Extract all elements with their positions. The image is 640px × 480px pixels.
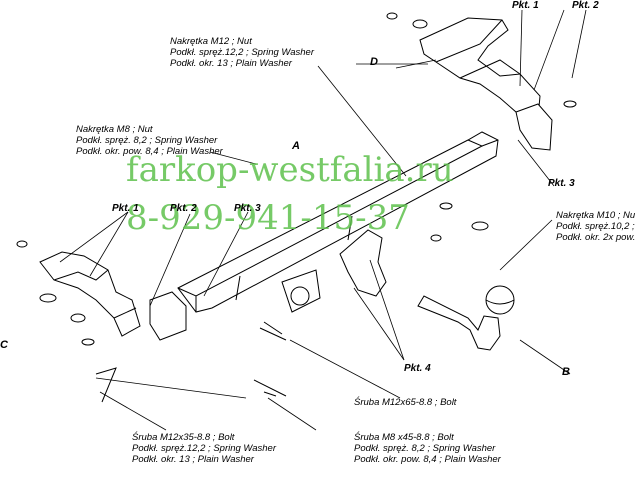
label-line: Śruba M12x35-8.8 ; Bolt: [132, 432, 235, 443]
part-letter-d: D: [370, 56, 378, 68]
pkt3-left: Pkt. 3: [234, 203, 261, 214]
part-letter-c: C: [0, 339, 8, 351]
bracket-c: [39, 251, 187, 341]
fasteners: [16, 12, 577, 403]
pkt1-left: Pkt. 1: [112, 203, 139, 214]
pkt3-right: Pkt. 3: [548, 178, 575, 189]
watermark-phone: 8-929-941-15-37: [126, 198, 410, 238]
part-letter-b: B: [562, 366, 570, 378]
label-bottom-left: Śruba M12x35-8.8 ; Bolt Podkł. spręż.12,…: [132, 432, 276, 465]
label-line: Podkł. okr. pow. 8,4 ; Plain Washer: [76, 146, 223, 157]
label-line: Podkł. okr. 2x pow.: [556, 232, 636, 243]
label-line: Nakrętka M8 ; Nut: [76, 124, 153, 135]
pkt1-top: Pkt. 1: [512, 0, 539, 11]
bracket-d: [419, 17, 553, 151]
ball-neck-b: [417, 285, 515, 351]
pkt2-left: Pkt. 2: [170, 203, 197, 214]
label-line: Podkł. spręż.12,2 ; Spring Washer: [132, 443, 276, 454]
socket-plate: [281, 229, 387, 313]
label-line: Podkł. spręż. 8,2 ; Spring Washer: [76, 135, 218, 146]
label-line: Podkł. spręż. 8,2 ; Spring Washer: [354, 443, 496, 454]
part-letter-a: A: [292, 140, 300, 152]
label-line: Podkł. okr. 13 ; Plain Washer: [170, 58, 292, 69]
label-left-upper: Nakrętka M8 ; Nut Podkł. spręż. 8,2 ; Sp…: [76, 124, 223, 157]
crossbar-a: [177, 131, 499, 313]
leader-lines: [59, 9, 587, 431]
label-line: Podkł. okr. 13 ; Plain Washer: [132, 454, 254, 465]
label-line: Nakrętka M12 ; Nut: [170, 36, 252, 47]
label-line: Podkł. okr. pow. 8,4 ; Plain Washer: [354, 454, 501, 465]
pkt2-top: Pkt. 2: [572, 0, 599, 11]
label-line: Podkł. spręż.12,2 ; Spring Washer: [170, 47, 314, 58]
label-line: Nakrętka M10 ; Nu: [556, 210, 636, 221]
pkt4: Pkt. 4: [404, 363, 431, 374]
label-right-middle: Nakrętka M10 ; Nu Podkł. spręż.10,2 ; Po…: [556, 210, 635, 243]
watermark-site: farkop-westfalia.ru: [126, 150, 454, 190]
label-line: Śruba M8 x45-8.8 ; Bolt: [354, 432, 454, 443]
label-bolt-m12x65: Śruba M12x65-8.8 ; Bolt: [354, 397, 457, 408]
label-bottom-right: Śruba M8 x45-8.8 ; Bolt Podkł. spręż. 8,…: [354, 432, 501, 465]
label-line: Podkł. spręż.10,2 ;: [556, 221, 635, 232]
label-top-center: Nakrętka M12 ; Nut Podkł. spręż.12,2 ; S…: [170, 36, 314, 69]
